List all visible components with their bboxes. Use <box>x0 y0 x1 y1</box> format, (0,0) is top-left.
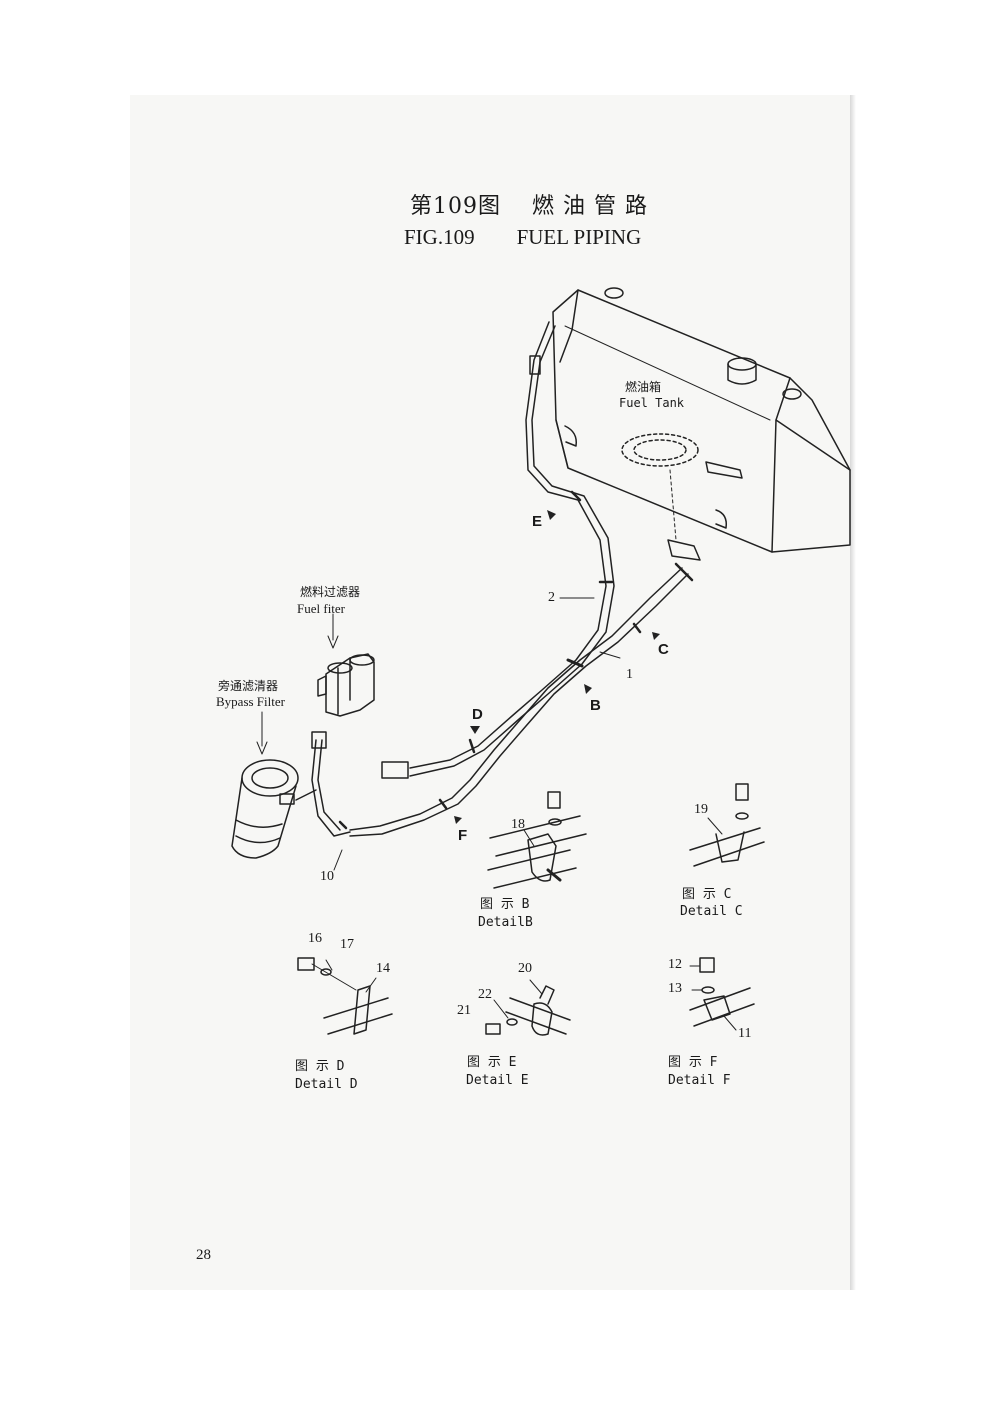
detail-b-drawing <box>487 791 587 889</box>
part-number-10: 10 <box>320 869 334 884</box>
hose-2 <box>381 321 615 779</box>
view-arrow-heads <box>454 510 660 824</box>
detail-d-caption-cn: 图 示 D <box>295 1059 345 1074</box>
bypass-filter-drawing <box>231 759 299 859</box>
part-number-12: 12 <box>668 957 682 972</box>
detail-e-drawing <box>485 979 571 1036</box>
part-number-17: 17 <box>340 937 354 952</box>
page-sheet <box>130 95 856 1290</box>
detail-d-drawing <box>297 957 393 1035</box>
page-number: 28 <box>196 1247 211 1263</box>
detail-e-caption-cn: 图 示 E <box>467 1055 517 1070</box>
part-number-19: 19 <box>694 802 708 817</box>
part-number-21: 21 <box>457 1003 471 1018</box>
hose-10 <box>295 731 351 837</box>
figure-title-english: FIG.109 FUEL PIPING <box>404 225 642 249</box>
view-arrow-f: F <box>458 827 468 844</box>
bypass-filter-label-en: Bypass Filter <box>216 694 285 709</box>
bypass-filter-label-cn: 旁通滤清器 <box>218 679 279 693</box>
detail-c-caption-cn: 图 示 C <box>682 887 732 902</box>
fuel-filter-label-en: Fuel fiter <box>297 601 346 616</box>
part-number-2: 2 <box>548 590 555 605</box>
part-number-18: 18 <box>511 817 525 832</box>
part-number-13: 13 <box>668 981 682 996</box>
fuel-filter-label-cn: 燃料过滤器 <box>300 585 361 599</box>
detail-e-caption-en: Detail E <box>466 1073 529 1088</box>
detail-f-caption-en: Detail F <box>668 1073 731 1088</box>
part-number-20: 20 <box>518 961 532 976</box>
view-arrow-c: C <box>658 641 669 658</box>
detail-d-caption-en: Detail D <box>295 1077 358 1092</box>
fuel-filter-drawing <box>317 653 375 717</box>
detail-c-drawing <box>689 783 765 867</box>
detail-f-drawing <box>689 957 755 1031</box>
view-arrow-e: E <box>532 513 543 530</box>
part-number-11: 11 <box>738 1026 752 1041</box>
hose-1 <box>349 562 694 837</box>
part-number-16: 16 <box>308 931 322 946</box>
view-arrow-d: D <box>472 706 483 723</box>
fuel-tank-drawing <box>552 287 851 561</box>
page-edge <box>850 95 856 1290</box>
part-number-14: 14 <box>376 961 390 976</box>
detail-c-caption-en: Detail C <box>680 904 743 919</box>
view-arrow-b: B <box>590 697 601 714</box>
detail-b-caption-en: DetailB <box>478 915 533 930</box>
fuel-tank-label-en: Fuel Tank <box>619 396 685 410</box>
detail-b-caption-cn: 图 示 B <box>480 897 530 912</box>
part-number-22: 22 <box>478 987 492 1002</box>
figure-title-chinese: 第109图 燃 油 管 路 <box>410 194 648 219</box>
part-number-1: 1 <box>626 667 633 682</box>
detail-f-caption-cn: 图 示 F <box>668 1055 718 1070</box>
fuel-tank-label-cn: 燃油箱 <box>625 380 662 394</box>
